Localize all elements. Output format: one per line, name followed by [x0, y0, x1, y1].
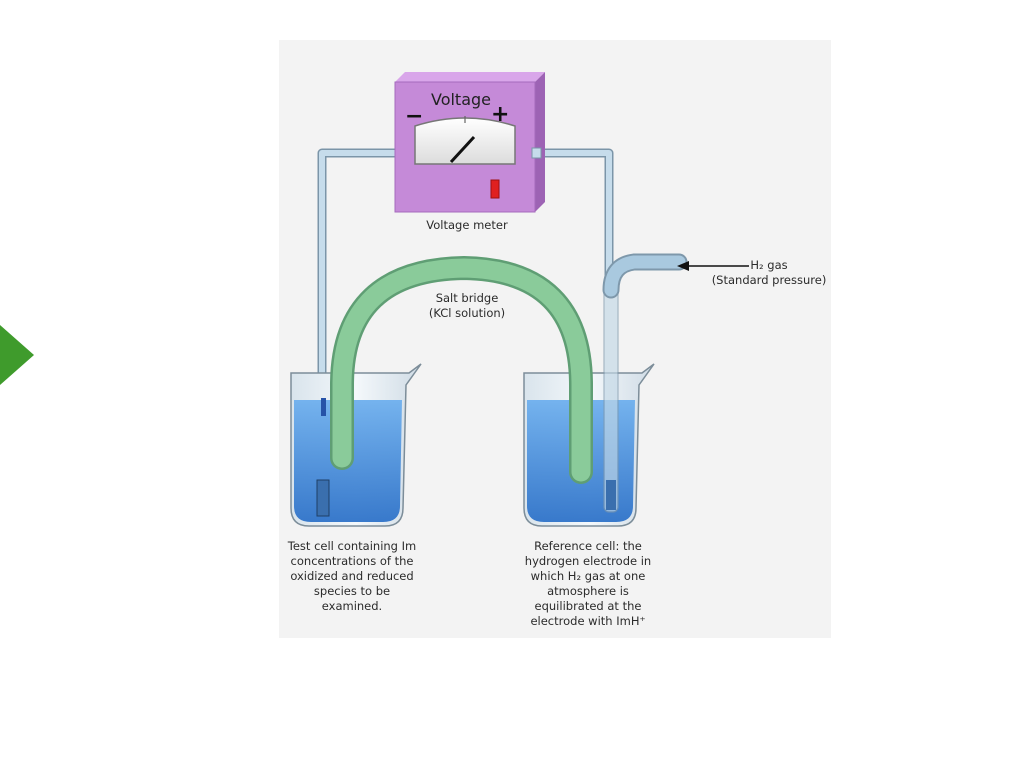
triangle-right-icon[interactable] [0, 325, 34, 385]
test-cell-label: Test cell containing Im concentrations o… [287, 539, 417, 613]
voltage-meter-label: Voltage meter [426, 218, 508, 232]
meter-title: Voltage [430, 90, 491, 109]
electrochemical-cell-diagram: Voltage − + Voltage meter Salt bridge (K… [279, 40, 831, 638]
left-wire [317, 148, 401, 380]
salt-bridge-label: Salt bridge (KCl solution) [428, 291, 506, 320]
gas-inlet-tube [602, 253, 749, 299]
salt-bridge [330, 255, 593, 484]
meter-minus-sign: − [405, 104, 424, 129]
right-wire [534, 148, 614, 280]
meter-plus-sign: + [491, 102, 510, 127]
test-cell-beaker [290, 363, 422, 527]
diagram-artwork [290, 72, 749, 527]
reference-cell-label: Reference cell: the hydrogen electrode i… [524, 539, 652, 628]
voltage-meter [394, 72, 545, 213]
gas-label: H₂ gas (Standard pressure) [711, 258, 827, 287]
